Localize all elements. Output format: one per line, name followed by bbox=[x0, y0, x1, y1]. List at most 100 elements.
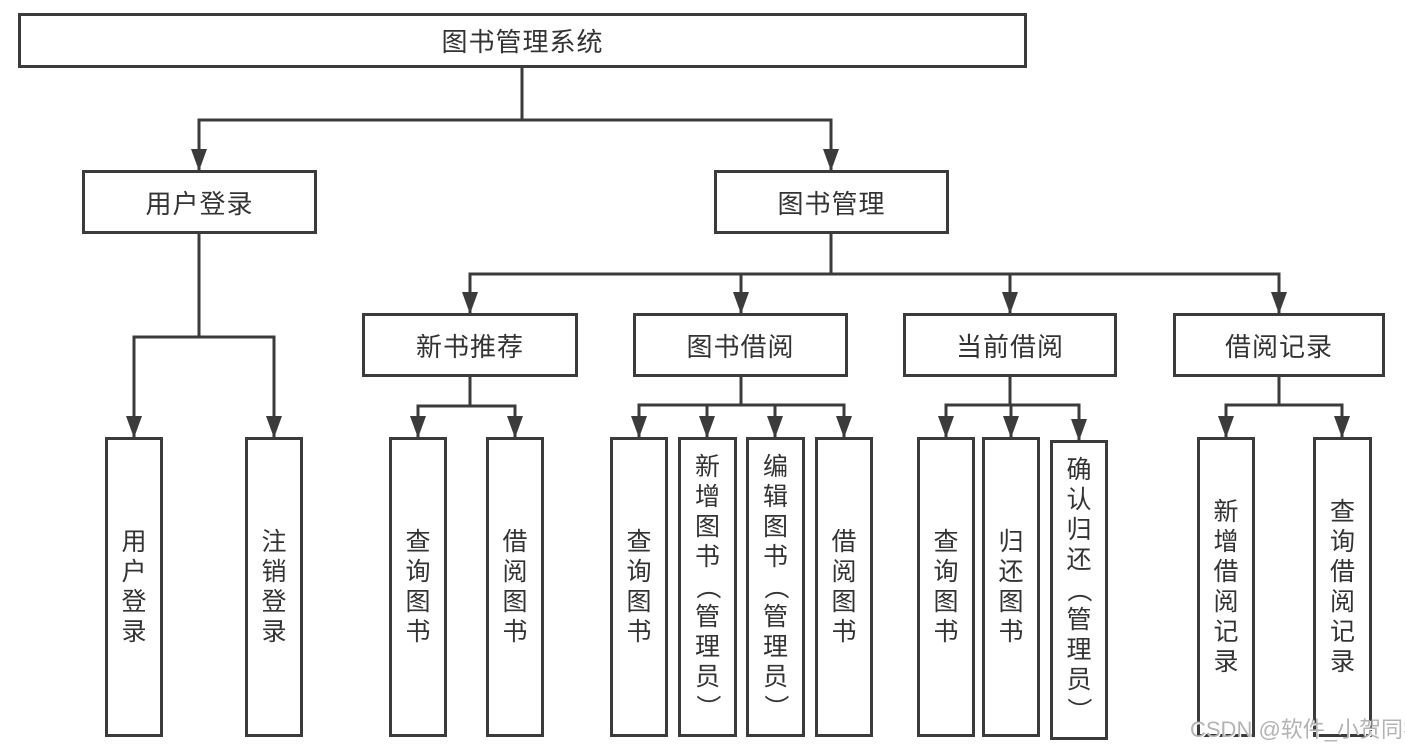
vertical-char: 阅 bbox=[1213, 588, 1239, 616]
vertical-char: 询 bbox=[626, 558, 652, 586]
node-book-management: 图书管理 bbox=[714, 170, 949, 234]
vertical-char: 借 bbox=[502, 528, 528, 556]
vertical-char: 书 bbox=[502, 618, 528, 646]
leaf-edit-book-admin: 编辑图书（管理员） bbox=[746, 437, 805, 737]
vertical-char: 询 bbox=[933, 558, 959, 586]
connector bbox=[1008, 377, 1087, 441]
connector bbox=[1277, 377, 1350, 438]
vertical-char: 录 bbox=[121, 618, 147, 646]
leaf-query-books-recommend: 查询图书 bbox=[389, 437, 447, 737]
vertical-char: 还 bbox=[1066, 546, 1092, 574]
vertical-char: 查 bbox=[1329, 498, 1355, 526]
leaf-logout: 注销登录 bbox=[245, 437, 303, 737]
vertical-char: 新 bbox=[1213, 498, 1239, 526]
vertical-char: 书 bbox=[694, 543, 720, 571]
vertical-char: 管 bbox=[694, 603, 720, 631]
vertical-char: 图 bbox=[998, 588, 1024, 616]
leaf-query-books-current: 查询图书 bbox=[917, 437, 975, 737]
vertical-char: 户 bbox=[121, 558, 147, 586]
vertical-char: 图 bbox=[405, 588, 431, 616]
node-book-borrowing: 图书借阅 bbox=[633, 313, 848, 377]
node-label: 图书借阅 bbox=[686, 331, 795, 362]
connector bbox=[126, 234, 201, 438]
node-current-borrowing: 当前借阅 bbox=[903, 313, 1117, 377]
node-user-login: 用户登录 bbox=[82, 170, 317, 234]
connector bbox=[739, 377, 783, 438]
node-label: 当前借阅 bbox=[955, 331, 1064, 362]
vertical-char: 管 bbox=[762, 603, 788, 631]
leaf-user-login: 用户登录 bbox=[105, 437, 163, 737]
vertical-char: 书 bbox=[405, 618, 431, 646]
vertical-char: 借 bbox=[1329, 558, 1355, 586]
vertical-char: 员 bbox=[694, 663, 720, 691]
connector bbox=[1218, 377, 1281, 438]
vertical-char: 增 bbox=[1213, 528, 1239, 556]
connector bbox=[739, 377, 852, 438]
vertical-char: 询 bbox=[1329, 528, 1355, 556]
vertical-char: （ bbox=[1064, 577, 1093, 603]
node-borrowing-records: 借阅记录 bbox=[1173, 313, 1385, 377]
vertical-char: 归 bbox=[998, 528, 1024, 556]
vertical-char: 录 bbox=[261, 618, 287, 646]
connector bbox=[699, 377, 743, 438]
vertical-char: 图 bbox=[762, 513, 788, 541]
vertical-char: 阅 bbox=[1329, 588, 1355, 616]
vertical-char: 借 bbox=[831, 528, 857, 556]
vertical-char: 管 bbox=[1066, 606, 1092, 634]
vertical-char: 增 bbox=[694, 483, 720, 511]
vertical-char: 录 bbox=[1213, 648, 1239, 676]
vertical-char: 记 bbox=[1213, 618, 1239, 646]
connector bbox=[410, 377, 472, 438]
vertical-char: 录 bbox=[1329, 648, 1355, 676]
vertical-char: 还 bbox=[998, 558, 1024, 586]
vertical-char: 新 bbox=[694, 453, 720, 481]
leaf-add-book-admin: 新增图书 （ 管理员 ） bbox=[678, 437, 737, 737]
vertical-char: 记 bbox=[1329, 618, 1355, 646]
node-label: 用户登录 bbox=[145, 188, 254, 219]
vertical-char: 书 bbox=[831, 618, 857, 646]
connector bbox=[520, 68, 839, 171]
vertical-char: 查 bbox=[933, 528, 959, 556]
leaf-borrow-books-recommend: 借阅图书 bbox=[486, 437, 544, 737]
vertical-char: （ bbox=[693, 574, 722, 600]
vertical-char: 理 bbox=[1066, 636, 1092, 664]
vertical-char: 图 bbox=[933, 588, 959, 616]
node-label: 图书管理 bbox=[777, 188, 886, 219]
vertical-char: 图 bbox=[694, 513, 720, 541]
vertical-char: 借 bbox=[1213, 558, 1239, 586]
vertical-char: 书 bbox=[762, 543, 788, 571]
vertical-char: 书 bbox=[626, 618, 652, 646]
watermark: CSDN @软件_小贺同学 bbox=[1190, 717, 1405, 742]
vertical-char: 书 bbox=[933, 618, 959, 646]
vertical-char: ） bbox=[693, 694, 722, 720]
vertical-char: 阅 bbox=[831, 558, 857, 586]
connector bbox=[197, 234, 282, 438]
node-label: 新书推荐 bbox=[415, 331, 524, 362]
leaf-borrow-books-borrow: 借阅图书 bbox=[815, 437, 873, 737]
vertical-char: 询 bbox=[405, 558, 431, 586]
node-new-book-recommendation: 新书推荐 bbox=[362, 313, 578, 377]
vertical-char: 登 bbox=[121, 588, 147, 616]
connector bbox=[938, 377, 1012, 438]
vertical-char: 编 bbox=[762, 453, 788, 481]
vertical-char: ） bbox=[1064, 697, 1093, 723]
vertical-char: 理 bbox=[694, 633, 720, 661]
vertical-char: 查 bbox=[405, 528, 431, 556]
connector bbox=[733, 234, 833, 314]
leaf-return-book: 归还图书 bbox=[982, 437, 1040, 737]
vertical-char: 员 bbox=[1066, 666, 1092, 694]
node-library-management-system: 图书管理系统 bbox=[18, 13, 1027, 68]
leaf-query-books-borrow: 查询图书 bbox=[610, 437, 668, 737]
leaf-add-borrow-record: 新增借阅记录 bbox=[1197, 437, 1255, 737]
vertical-char: 销 bbox=[261, 558, 287, 586]
vertical-char: 辑 bbox=[762, 483, 788, 511]
connector bbox=[468, 377, 523, 438]
vertical-char: 理 bbox=[762, 633, 788, 661]
vertical-char: 图 bbox=[502, 588, 528, 616]
vertical-char: 登 bbox=[261, 588, 287, 616]
vertical-char: 员 bbox=[762, 663, 788, 691]
node-label: 借阅记录 bbox=[1224, 331, 1333, 362]
node-label: 图书管理系统 bbox=[441, 27, 604, 57]
